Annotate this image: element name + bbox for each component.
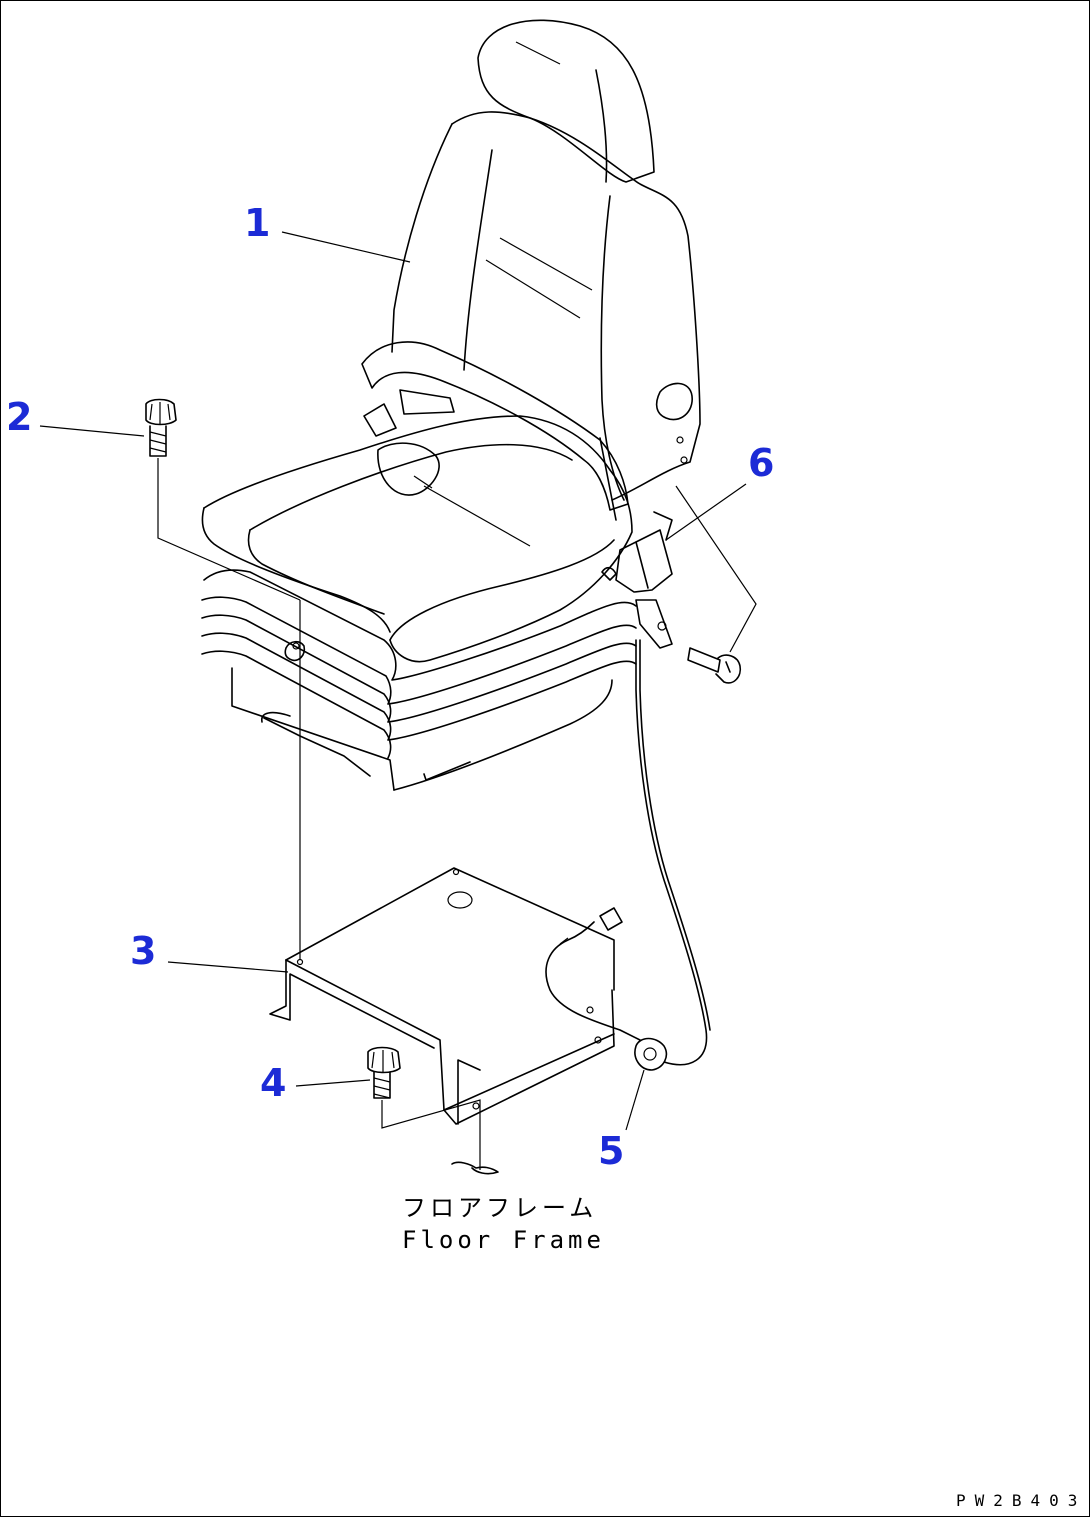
seat-drawing	[201, 19, 701, 791]
switch-drawing	[634, 1037, 668, 1071]
drawing-code: PW2B403	[956, 1491, 1086, 1510]
belt-anchor-drawing	[601, 511, 711, 1066]
bolt-4-drawing	[367, 1046, 401, 1099]
bolt-2-drawing	[145, 398, 177, 457]
callout-1: 1	[244, 201, 270, 245]
floor-frame-caption-english: Floor Frame	[402, 1226, 605, 1254]
headrest	[477, 19, 655, 183]
callout-6: 6	[748, 441, 774, 485]
callout-2: 2	[6, 395, 32, 439]
floor-frame-caption-japanese: フロアフレーム	[402, 1194, 597, 1222]
leader-lines	[39, 231, 747, 1131]
seat-cushion	[203, 415, 633, 663]
callout-4: 4	[260, 1061, 286, 1105]
assembly-lines	[157, 458, 757, 1170]
callout-5: 5	[598, 1129, 624, 1173]
bolt-6-drawing	[687, 647, 742, 684]
armrest	[361, 341, 629, 511]
backrest	[451, 111, 701, 501]
bracket-drawing	[269, 867, 641, 1125]
switch-cable	[635, 639, 708, 1066]
callout-3: 3	[130, 929, 156, 973]
floor-frame-drawing	[451, 1161, 499, 1175]
suspension	[203, 569, 637, 681]
